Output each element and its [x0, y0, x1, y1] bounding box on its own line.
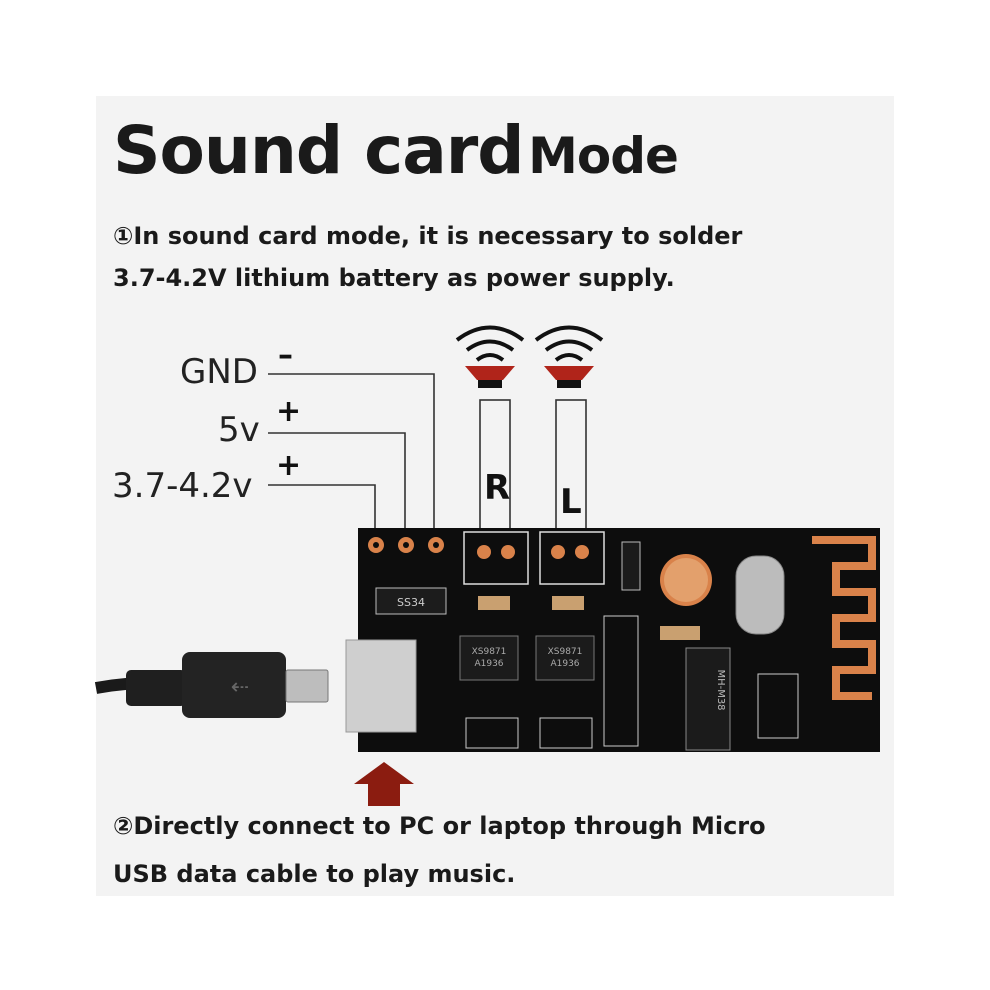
page-title: Sound card Mode: [113, 112, 679, 189]
note-1-line-2: 3.7-4.2V lithium battery as power supply…: [113, 264, 675, 292]
pcb-board: SS34 XS9871 A1936 XS9871 A1936 MH-M38: [345, 528, 880, 752]
wire-label-battery: 3.7-4.2v: [112, 466, 253, 506]
channel-left-label: L: [560, 482, 582, 522]
speaker-left-icon: [534, 325, 604, 388]
amp-chip-2-line2: A1936: [550, 659, 579, 669]
speaker-right-icon: [455, 325, 525, 388]
svg-text:⇠: ⇠: [231, 675, 249, 700]
wiring-lines: [268, 373, 587, 540]
wire-label-5v: 5v: [218, 410, 260, 450]
amp-chip-2-line1: XS9871: [548, 647, 583, 657]
note-2-line-2: USB data cable to play music.: [113, 860, 516, 888]
channel-right-label: R: [484, 468, 511, 508]
amp-chip-1-line2: A1936: [474, 659, 503, 669]
diode-label: SS34: [397, 596, 425, 609]
wire-sign-gnd: –: [278, 338, 293, 373]
background-panel: [96, 96, 894, 896]
note-1-line-1: ①In sound card mode, it is necessary to …: [113, 222, 743, 250]
usb-arrow-icon: [354, 762, 414, 806]
title-main: Sound card: [113, 112, 525, 189]
wire-sign-5v: +: [276, 394, 302, 429]
wire-sign-battery: +: [276, 448, 302, 483]
note-2-line-1: ②Directly connect to PC or laptop throug…: [113, 812, 766, 840]
wire-label-gnd: GND: [180, 352, 258, 392]
amp-chip-1-line1: XS9871: [472, 647, 507, 657]
bt-chip-label: MH-M38: [715, 669, 726, 710]
title-suffix: Mode: [528, 127, 679, 185]
micro-usb-cable: ⇠: [94, 652, 329, 718]
